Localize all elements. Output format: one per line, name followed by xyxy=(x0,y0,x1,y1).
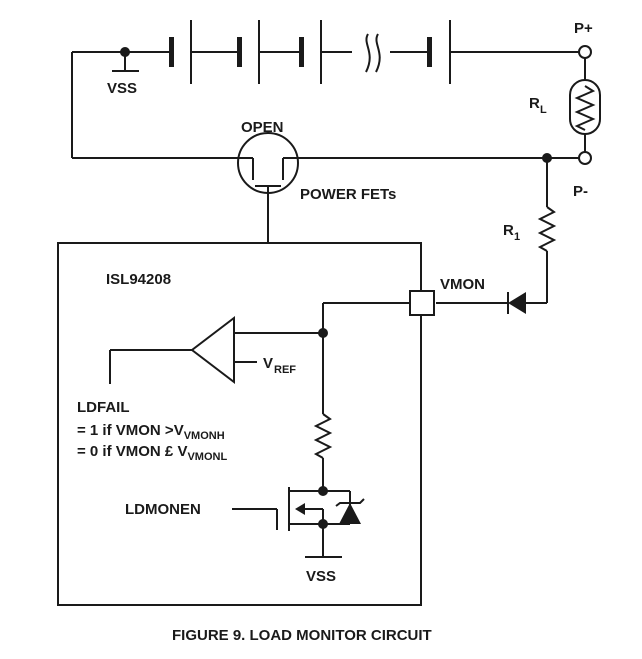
load-resistor-rl: R L xyxy=(529,58,601,152)
open-label: OPEN xyxy=(241,119,284,136)
figure-caption: FIGURE 9. LOAD MONITOR CIRCUIT xyxy=(172,627,432,644)
ldfail-condition-high: = 1 if VMON >VVMONH xyxy=(77,422,225,442)
p-plus-terminal: P+ xyxy=(574,20,593,59)
battery-string xyxy=(72,20,580,84)
break-symbol xyxy=(365,33,371,73)
p-minus-label: P- xyxy=(573,183,588,200)
power-fets-label: POWER FETs xyxy=(300,186,396,203)
internal-resistor xyxy=(313,413,333,491)
vss-bottom-label: VSS xyxy=(306,568,336,585)
rl-label: R xyxy=(529,95,540,112)
battery-plate xyxy=(237,37,242,67)
ldfail-condition-low: = 0 if VMON £ VVMONL xyxy=(77,443,227,463)
vss-top-tap: VSS xyxy=(107,47,139,97)
vref-label: V xyxy=(263,355,273,372)
r1-subscript: 1 xyxy=(514,231,520,243)
ldmonen-mosfet: LDMONEN VSS xyxy=(125,486,365,585)
r1-label: R xyxy=(503,222,514,239)
p-minus-terminal: P- xyxy=(573,151,592,200)
chip-name-label: ISL94208 xyxy=(106,271,171,288)
resistor-r1: R 1 xyxy=(503,158,557,303)
zener-diode-icon xyxy=(339,503,361,524)
vref-subscript: REF xyxy=(274,364,296,376)
battery-plate xyxy=(427,37,432,67)
vss-top-label: VSS xyxy=(107,80,137,97)
p-plus-label: P+ xyxy=(574,20,593,37)
isl94208-chip-box xyxy=(57,242,422,606)
power-fets: OPEN POWER FETs xyxy=(237,119,396,243)
battery-plate xyxy=(169,37,174,67)
ldmonen-label: LDMONEN xyxy=(125,501,201,518)
comparator: V REF xyxy=(109,315,323,385)
ldfail-label: LDFAIL xyxy=(77,399,130,416)
vmon-pin: VMON xyxy=(409,276,485,316)
battery-plate xyxy=(299,37,304,67)
rl-subscript: L xyxy=(540,104,547,116)
vmon-label: VMON xyxy=(440,276,485,293)
break-symbol xyxy=(375,33,381,73)
vmon-diode xyxy=(436,292,547,314)
